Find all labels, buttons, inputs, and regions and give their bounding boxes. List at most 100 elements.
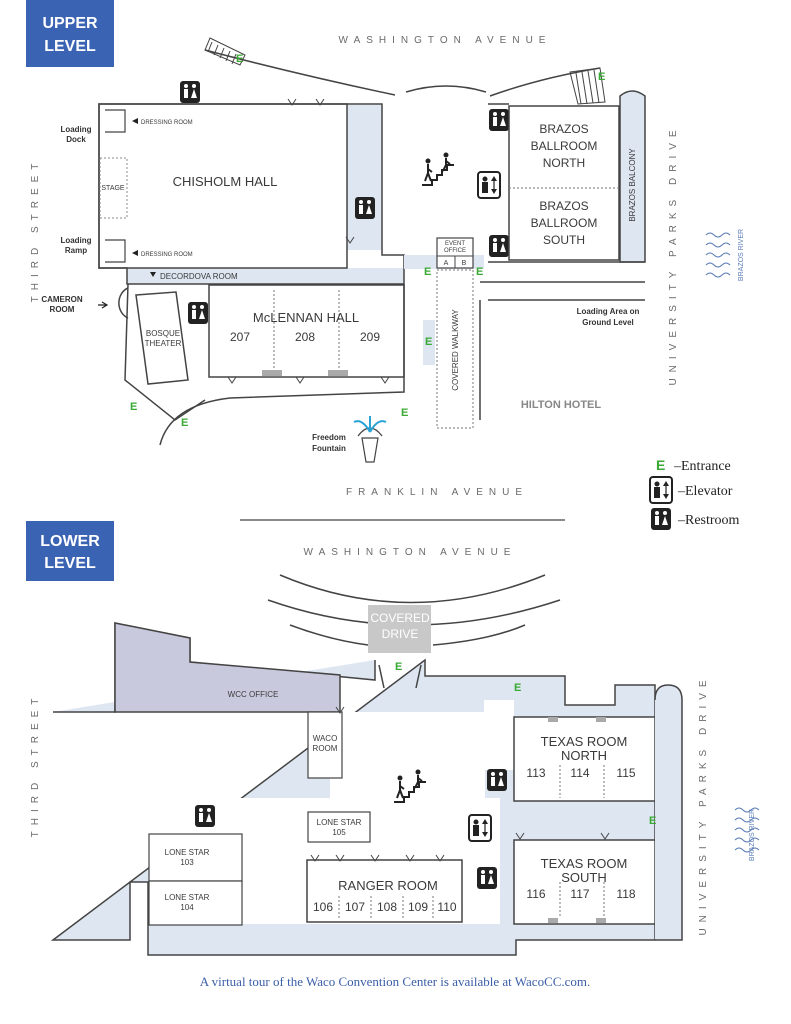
brazos-south-3: SOUTH	[543, 233, 585, 247]
loading-area-1: Loading Area on	[577, 307, 640, 316]
room-117: 117	[570, 887, 589, 901]
lower-street-third: THIRD STREET	[30, 693, 41, 838]
brazos-south-1: BRAZOS	[539, 199, 588, 213]
stage-label: STAGE	[101, 185, 125, 192]
loading-area-2: Ground Level	[582, 318, 634, 327]
brazos-ballroom	[508, 105, 620, 261]
event-office-2: OFFICE	[444, 248, 466, 254]
upper-title-line1: UPPER	[42, 15, 98, 32]
covered-drive-1: COVERED	[370, 611, 430, 625]
legend-restroom-icon	[651, 508, 671, 530]
restroom-icon-chisholm	[355, 197, 375, 219]
loading-ramp-2: Ramp	[65, 246, 87, 255]
entrance-icon-l1: E	[395, 661, 402, 673]
entrance-icon-u6: E	[130, 401, 137, 413]
event-office-1: EVENT	[445, 241, 465, 247]
chisholm-hall-label: CHISHOLM HALL	[173, 174, 278, 189]
stage	[99, 157, 128, 219]
upper-arc-center	[405, 85, 487, 93]
loading-dock-1: Loading	[60, 125, 91, 134]
chisholm-hall	[98, 103, 348, 269]
bosque-label-2: THEATER	[145, 339, 182, 348]
restroom-icon-lower-south	[477, 867, 497, 889]
texas-room-north	[513, 716, 656, 802]
dressing-room-1-label: DRESSING ROOM	[141, 120, 193, 126]
elevator-icon-upper	[477, 171, 501, 199]
office-a: A	[444, 260, 449, 267]
entrance-icon-u4: E	[476, 266, 483, 278]
room-207: 207	[230, 330, 250, 344]
room-113: 113	[526, 766, 545, 780]
office-b: B	[462, 260, 467, 267]
legend-entrance: –Entrance	[673, 459, 731, 474]
decordova-room-label: DECORDOVA ROOM	[160, 272, 238, 281]
texas-north-2: NORTH	[561, 748, 607, 763]
fountain-label-2: Fountain	[312, 444, 346, 453]
waco-room	[307, 711, 343, 779]
dressing-room-2	[105, 239, 126, 263]
lower-street-washington: WASHINGTON AVENUE	[304, 547, 517, 558]
room-108: 108	[377, 900, 397, 914]
dressing-room-2-label: DRESSING ROOM	[141, 252, 193, 258]
upper-street-washington: WASHINGTON AVENUE	[339, 35, 552, 46]
chisholm-corridor	[347, 105, 382, 250]
restroom-icon-lower-left	[195, 805, 215, 827]
lone-star-103-1: LONE STAR	[165, 848, 210, 857]
footer-virtual-tour: A virtual tour of the Waco Convention Ce…	[200, 974, 591, 989]
entrance-icon-l2: E	[514, 682, 521, 694]
lower-title-line2: LEVEL	[44, 555, 96, 572]
lower-title-line1: LOWER	[40, 533, 100, 550]
lone-star-104-1: LONE STAR	[165, 893, 210, 902]
brazos-balcony-label: BRAZOS BALCONY	[628, 148, 637, 222]
bosque-theater	[135, 291, 189, 385]
lone-star-105-1: LONE STAR	[317, 818, 362, 827]
room-114: 114	[570, 766, 589, 780]
restroom-icon-top	[180, 81, 200, 103]
wcc-office	[114, 622, 341, 713]
ranger-room	[306, 859, 463, 923]
room-118: 118	[616, 887, 635, 901]
river-label-upper: BRAZOS RIVER	[738, 229, 745, 281]
lower-level-banner: LOWER LEVEL	[26, 521, 114, 581]
waco-room-2: ROOM	[313, 744, 338, 753]
room-110: 110	[437, 900, 456, 914]
lone-star-103	[148, 833, 243, 882]
mclennan-label: McLENNAN HALL	[253, 310, 359, 325]
lone-star-104	[148, 880, 243, 926]
brazos-north-2: BALLROOM	[531, 139, 598, 153]
brazos-north-1: BRAZOS	[539, 122, 588, 136]
upper-street-university: UNIVERSITY PARKS DRIVE	[668, 124, 679, 385]
brazos-balcony	[619, 90, 646, 263]
wcc-office-label: WCC OFFICE	[228, 690, 279, 699]
covered-walkway-label: COVERED WALKWAY	[451, 309, 460, 391]
restroom-icon-lower-north	[487, 769, 507, 791]
brazos-north-3: NORTH	[543, 156, 585, 170]
river-icon-upper	[705, 232, 731, 278]
river-label-lower: BRAZOS RIVER	[749, 809, 756, 861]
cameron-label-1: CAMERON	[41, 295, 83, 304]
stairs-right	[569, 67, 606, 105]
dressing-room-1	[105, 109, 126, 133]
upper-title-line2: LEVEL	[44, 38, 96, 55]
room-208: 208	[295, 330, 315, 344]
loading-dock-2: Dock	[66, 135, 86, 144]
map-legend: E –Entrance –Elevator –Restroom	[649, 457, 740, 530]
covered-walkway	[436, 269, 474, 429]
upper-street-third: THIRD STREET	[30, 158, 41, 303]
texas-north-1: TEXAS ROOM	[541, 734, 628, 749]
entrance-icon-u2: E	[598, 71, 605, 83]
room-106: 106	[313, 900, 333, 914]
lone-star-104-2: 104	[180, 903, 194, 912]
upper-arc-left	[204, 49, 396, 96]
texas-south-2: SOUTH	[561, 870, 607, 885]
texas-south-1: TEXAS ROOM	[541, 856, 628, 871]
upper-arc-right	[489, 67, 601, 97]
restroom-icon-brazos-north	[489, 109, 509, 131]
lower-east-strip	[654, 684, 683, 941]
stairs-left	[204, 37, 246, 66]
lone-star-105	[307, 811, 371, 843]
lower-street-university: UNIVERSITY PARKS DRIVE	[698, 674, 709, 935]
entrance-icon-u8: E	[401, 407, 408, 419]
entrance-icon-u3: E	[424, 266, 431, 278]
